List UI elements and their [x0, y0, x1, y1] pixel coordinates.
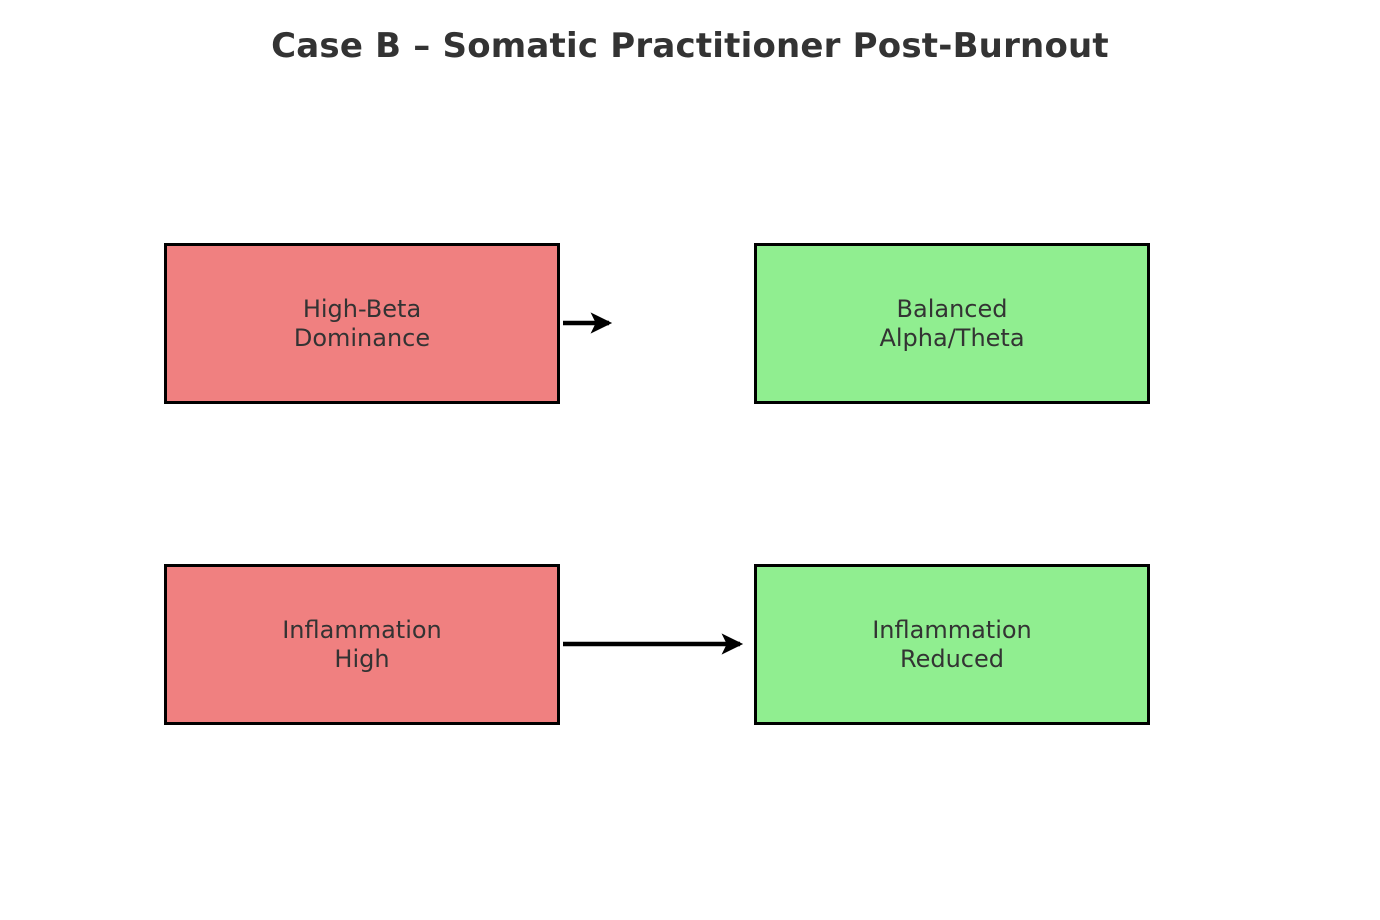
- node-label: High-Beta Dominance: [293, 294, 431, 352]
- page-title: Case B – Somatic Practitioner Post-Burno…: [271, 26, 1109, 66]
- node-high-beta-dominance[interactable]: High-Beta Dominance: [164, 243, 560, 404]
- node-inflammation-reduced[interactable]: Inflammation Reduced: [754, 564, 1150, 725]
- node-label: Inflammation High: [282, 615, 442, 673]
- node-inflammation-high[interactable]: Inflammation High: [164, 564, 560, 725]
- node-balanced-alpha-theta[interactable]: Balanced Alpha/Theta: [754, 243, 1150, 404]
- node-label: Inflammation Reduced: [872, 615, 1032, 673]
- node-label: Balanced Alpha/Theta: [879, 294, 1025, 352]
